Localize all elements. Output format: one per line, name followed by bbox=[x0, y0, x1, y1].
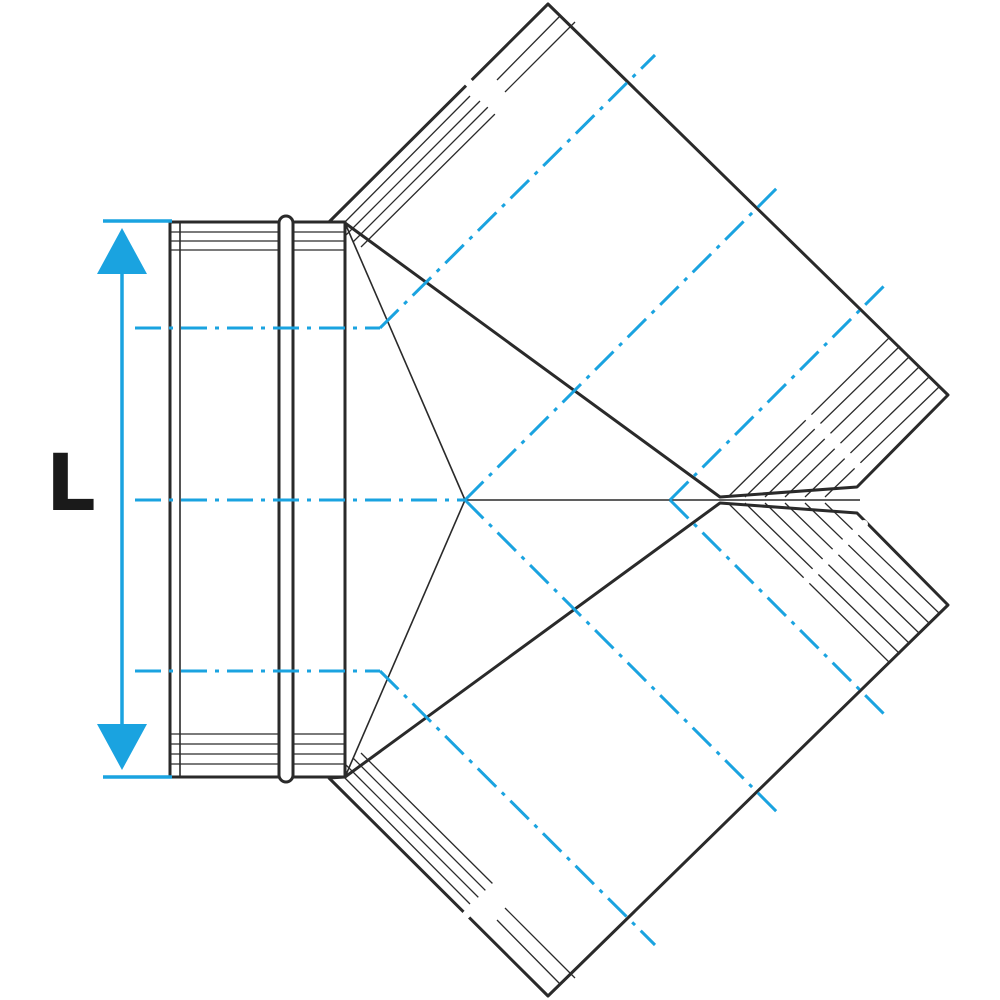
centre-line-lower-3 bbox=[668, 498, 887, 717]
dimension-arrow-top bbox=[97, 228, 147, 274]
centre-line-lower-1 bbox=[378, 669, 657, 947]
centre-line-upper-3 bbox=[668, 283, 887, 502]
dimension-label: L bbox=[46, 439, 96, 529]
centre-line-upper-2 bbox=[463, 183, 782, 502]
upper-branch bbox=[327, 2, 950, 501]
left-inlet-hatching bbox=[170, 231, 345, 765]
upper-branch-hatching bbox=[336, 11, 941, 498]
dimension-arrow-bottom bbox=[97, 724, 147, 770]
lower-branch bbox=[327, 499, 950, 998]
centre-lines bbox=[135, 53, 887, 947]
centre-line-lower-2 bbox=[463, 498, 782, 817]
centre-line-upper-1 bbox=[378, 53, 657, 330]
dimension-l bbox=[97, 219, 172, 779]
lower-branch-hatching bbox=[336, 502, 941, 989]
